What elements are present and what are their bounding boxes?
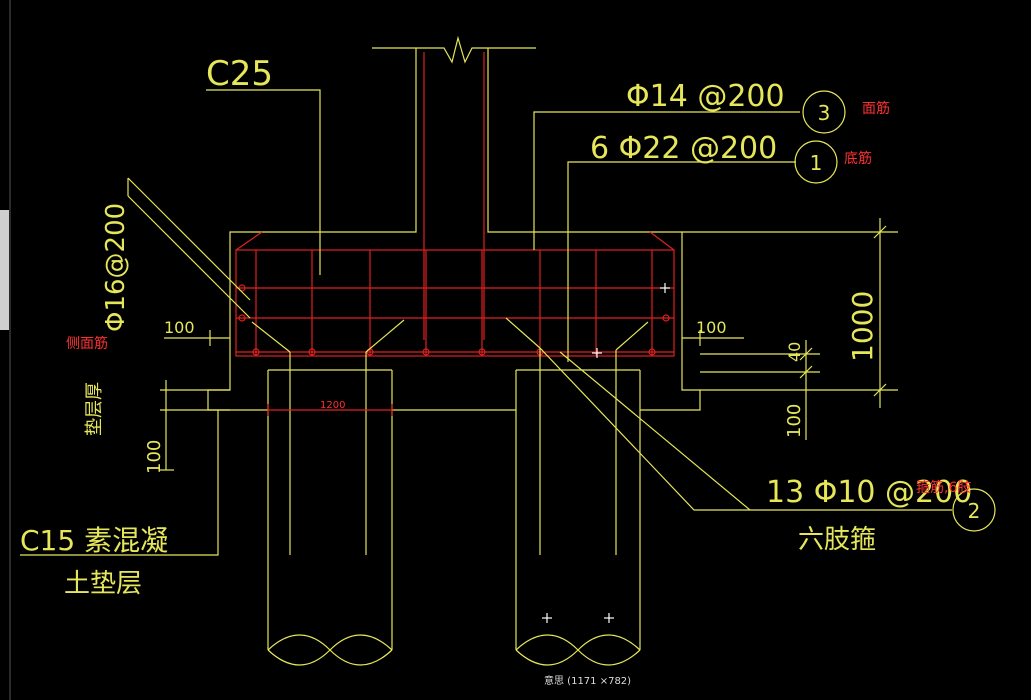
callout-1-number: 1 xyxy=(810,151,823,175)
callout-2: 2 xyxy=(952,488,996,532)
side-bar-spec: Φ16@200 xyxy=(101,203,131,332)
pile-left xyxy=(267,369,393,666)
dim-right-1000: 1000 xyxy=(846,291,879,362)
leader-lines xyxy=(20,89,952,556)
top-bar-spec: Φ14 @200 xyxy=(626,79,785,114)
side-panel-strip[interactable] xyxy=(0,210,9,330)
status-readout: 意思 (1171 ×782) xyxy=(544,674,631,687)
viewport-edge xyxy=(9,0,11,700)
callout-3: 3 xyxy=(802,90,846,134)
pile-right xyxy=(515,369,641,666)
dim-right-100b: 100 xyxy=(784,404,805,438)
bottom-bar-note: 底筋 xyxy=(844,150,872,167)
dim-bottom-100: 100 xyxy=(144,440,165,474)
dimension-lines xyxy=(160,218,898,471)
side-bar-note: 侧面筋 xyxy=(66,335,108,352)
dim-pile-1200: 1200 xyxy=(320,400,345,411)
bottom-bar-spec: 6 Φ22 @200 xyxy=(590,131,777,166)
cushion-thickness-label: 垫层厚 xyxy=(84,382,105,436)
stirrup-hooks xyxy=(251,317,649,555)
top-bar-note: 面筋 xyxy=(862,100,890,117)
lean-concrete-label-2: 土垫层 xyxy=(64,569,142,599)
concrete-grade-label: C25 xyxy=(206,54,273,94)
stirrup-spec: 13 Φ10 @200 xyxy=(766,475,972,510)
stirrup-note: 箍筋,6肢 xyxy=(916,479,971,496)
callout-3-number: 3 xyxy=(818,101,831,125)
dim-right-40: 40 xyxy=(785,342,804,362)
rebar-cage xyxy=(235,52,675,358)
callout-1: 1 xyxy=(794,140,838,184)
callout-2-number: 2 xyxy=(968,499,981,523)
lean-concrete-label-1: C15 素混凝 xyxy=(20,524,168,557)
stirrup-type-label: 六肢箍 xyxy=(798,525,876,555)
dim-left-100: 100 xyxy=(164,318,195,337)
dim-right-100: 100 xyxy=(696,318,727,337)
